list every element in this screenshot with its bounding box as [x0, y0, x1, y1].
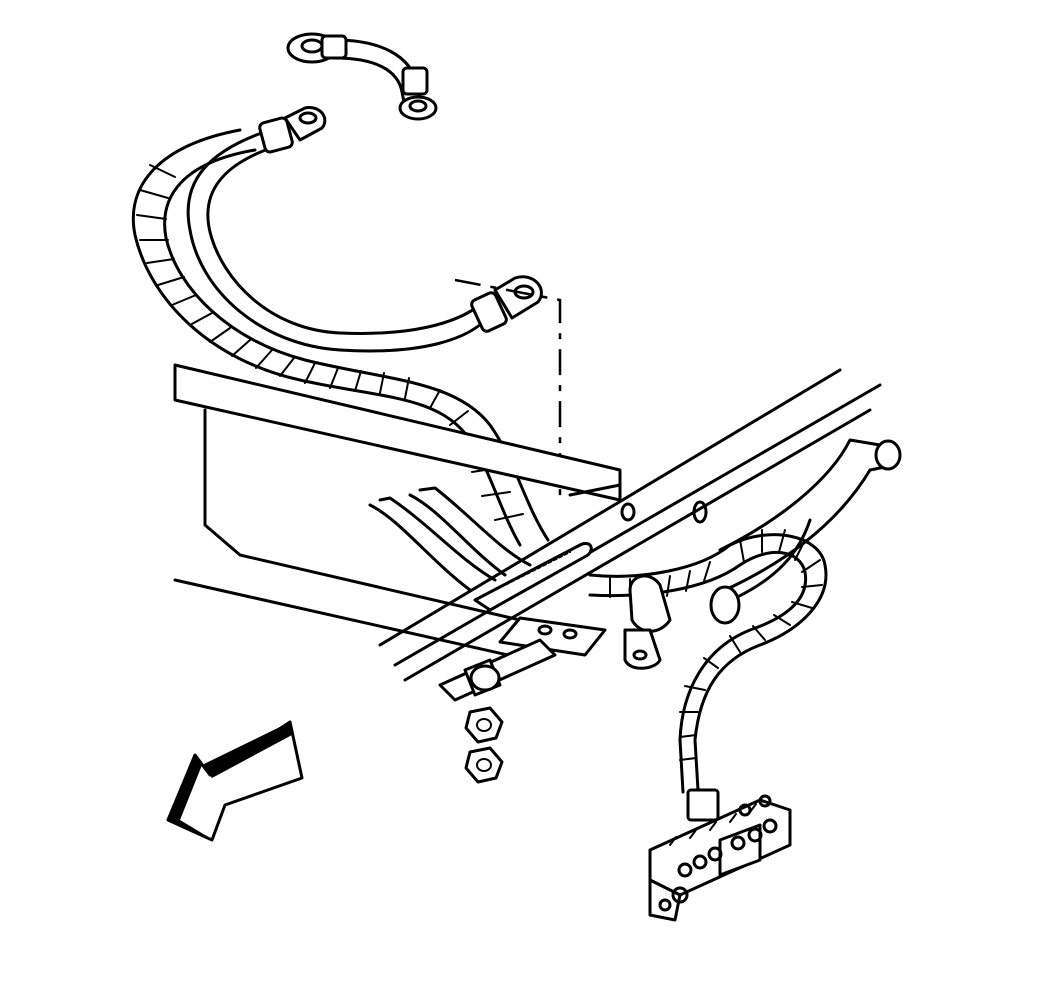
nut-icon: [464, 746, 504, 784]
ring-terminal-icon: [398, 95, 438, 121]
frame-rail: [173, 363, 902, 682]
forward-arrow: [166, 720, 304, 842]
spiral-wrap: [136, 164, 524, 521]
wrapped-battery-cable: [131, 106, 550, 547]
short-ground-strap: [286, 32, 438, 121]
junction-block: [648, 794, 792, 922]
junction-cable: [588, 529, 828, 822]
nuts: [464, 706, 504, 784]
nut-icon: [464, 706, 504, 744]
ground-stud: [438, 616, 607, 702]
alignment-line: [454, 278, 562, 500]
